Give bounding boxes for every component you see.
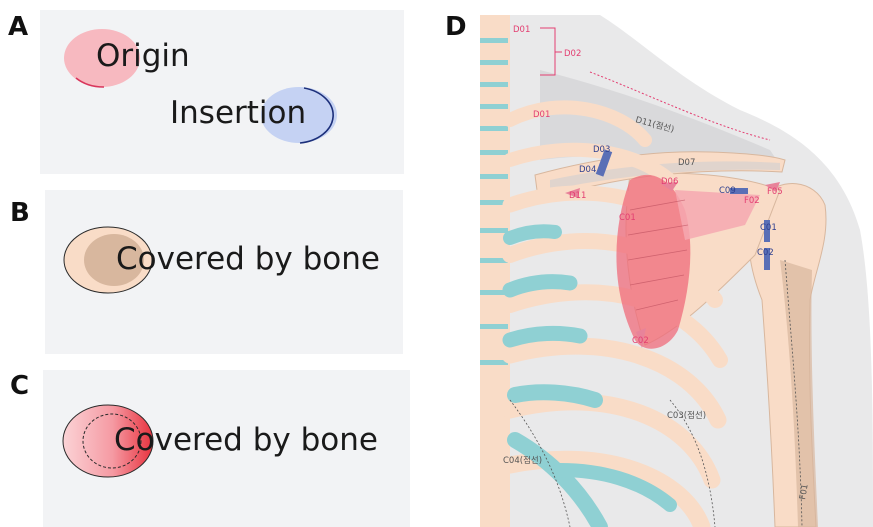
label-f05: F05 — [767, 187, 783, 197]
label-d11-lower: D11 — [569, 191, 586, 201]
label-d06: D06 — [661, 177, 678, 187]
shoulder-anatomy-illustration: D01 D02 D01 D11(점선) D03 D04 D07 D06 D11 … — [480, 0, 873, 527]
label-c09: C09 — [719, 186, 736, 196]
label-c04: C04(점선) — [503, 455, 542, 466]
label-c01-humerus: C01 — [760, 223, 777, 233]
label-c03: C03(점선) — [667, 410, 706, 421]
label-c02-humerus: C02 — [757, 248, 774, 258]
spine-column — [480, 15, 510, 527]
panel-c-label: Covered by bone — [114, 422, 378, 458]
label-d01-mid: D01 — [533, 110, 550, 120]
label-d03: D03 — [593, 145, 610, 155]
label-d01-top: D01 — [513, 25, 530, 35]
label-d02: D02 — [564, 49, 581, 59]
label-d07: D07 — [678, 158, 695, 168]
label-f02: F02 — [744, 196, 760, 206]
label-c01-scapula: C01 — [619, 213, 636, 223]
label-c02-lower: C02 — [632, 336, 649, 346]
panel-d-letter: D — [445, 12, 467, 42]
label-d04: D04 — [579, 165, 596, 175]
